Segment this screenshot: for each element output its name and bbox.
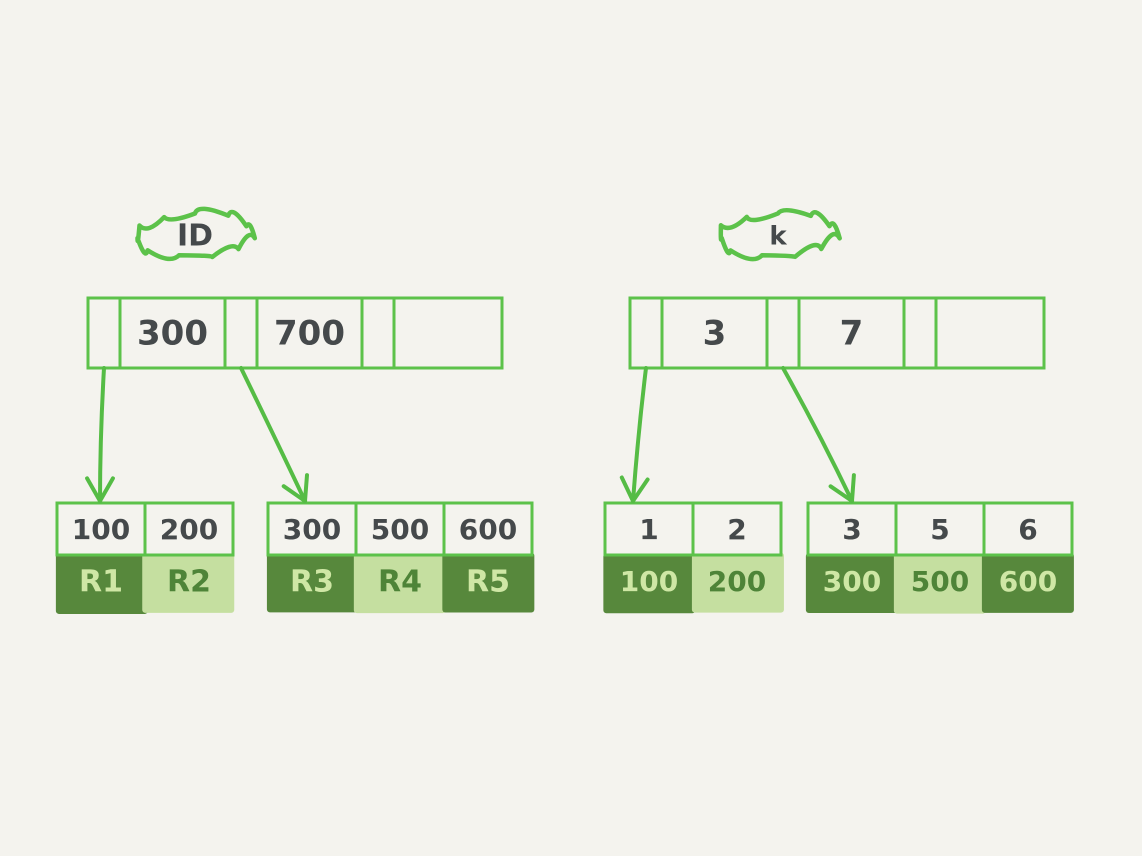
left-leaf-node-1-record-label-1: R2	[167, 565, 211, 600]
right-leaf-node-1-record-label-0: 100	[620, 565, 678, 598]
right-index-node-key-1: 3	[703, 314, 727, 354]
k-cloud-label-text: k	[769, 222, 787, 252]
right-leaf-node-1-key-cell-0	[603, 501, 695, 557]
left-leaf-node-2-key-1: 500	[371, 513, 429, 546]
right-leaf-node-1-record-strip-1	[691, 552, 784, 613]
left-leaf-node-2-record-strip-0	[266, 552, 359, 613]
left-leaf-node-2-key-cell-1	[354, 501, 446, 557]
left-pointer-arrow-2	[239, 366, 309, 503]
left-leaf-node-1-record-strip-1	[142, 552, 235, 613]
left-index-node-cell-0	[86, 296, 122, 370]
left-leaf-node-1-record-strip-0	[55, 553, 148, 614]
right-leaf-node-1-key-1: 2	[727, 513, 746, 546]
right-leaf-node-2-record-label-1: 500	[911, 565, 969, 598]
right-pointer-arrow-2	[781, 366, 856, 503]
left-leaf-node-1-key-cell-1	[143, 501, 235, 557]
left-leaf-node-1-key-1: 200	[160, 513, 218, 546]
right-leaf-node-2-record-label-2: 600	[999, 565, 1057, 598]
left-index-node-cell-4	[360, 296, 396, 370]
right-leaf-node-1-key-0: 1	[639, 513, 658, 546]
right-leaf-node-2-key-1: 5	[930, 513, 949, 546]
left-leaf-node-2-record-label-1: R4	[378, 565, 422, 600]
right-index-node-cell-3	[797, 296, 906, 370]
right-leaf-node-1: 1 2 100 200	[603, 501, 783, 598]
right-index-node-cell-4	[902, 296, 938, 370]
id-cloud-label: ID	[135, 206, 258, 262]
left-index-node-key-1: 300	[137, 314, 208, 354]
left-pointer-arrow-1	[85, 366, 115, 503]
left-leaf-node-2-key-cell-0	[266, 501, 358, 557]
left-leaf-node-1-record-label-0: R1	[79, 565, 123, 600]
left-leaf-node-1-key-0: 100	[72, 513, 130, 546]
left-index-node-cell-2	[223, 296, 259, 370]
left-index-node-cell-5	[392, 296, 504, 370]
left-leaf-node-2-record-label-0: R3	[290, 565, 334, 600]
right-leaf-node-2-record-strip-1	[893, 553, 986, 614]
right-index-node-cell-0	[628, 296, 664, 370]
left-index-node-key-3: 700	[274, 314, 345, 354]
left-leaf-node-2-key-cell-2	[442, 501, 534, 557]
right-leaf-node-2-key-cell-2	[982, 501, 1074, 557]
left-leaf-node-2-key-0: 300	[283, 513, 341, 546]
left-leaf-node-2-key-2: 600	[459, 513, 517, 546]
right-leaf-node-2-record-strip-0	[805, 552, 898, 613]
right-leaf-node-1-record-label-1: 200	[708, 565, 766, 598]
left-leaf-node-2-record-label-2: R5	[466, 565, 510, 600]
right-leaf-node-2-key-cell-1	[894, 501, 986, 557]
left-leaf-node-2-record-strip-2	[442, 552, 535, 613]
left-index-node: 300 700	[86, 296, 504, 370]
k-cloud-label: k	[718, 207, 842, 262]
right-leaf-node-1-key-cell-1	[691, 501, 783, 557]
right-index-node-key-3: 7	[840, 314, 864, 354]
right-leaf-node-2-key-0: 3	[842, 513, 861, 546]
right-pointer-arrow-1	[619, 366, 650, 503]
left-leaf-node-2-record-strip-1	[353, 553, 446, 614]
right-leaf-node-2-record-label-0: 300	[823, 565, 881, 598]
right-leaf-node-1-record-strip-0	[603, 553, 696, 614]
right-leaf-node-2-key-2: 6	[1018, 513, 1037, 546]
right-leaf-node-2-record-strip-2	[981, 552, 1074, 613]
right-leaf-node-2: 3 5 6 300 500 600	[806, 501, 1074, 598]
right-index-node-cell-5	[934, 296, 1046, 370]
id-cloud-label-text: ID	[177, 219, 213, 254]
right-index-node-cell-2	[765, 296, 801, 370]
